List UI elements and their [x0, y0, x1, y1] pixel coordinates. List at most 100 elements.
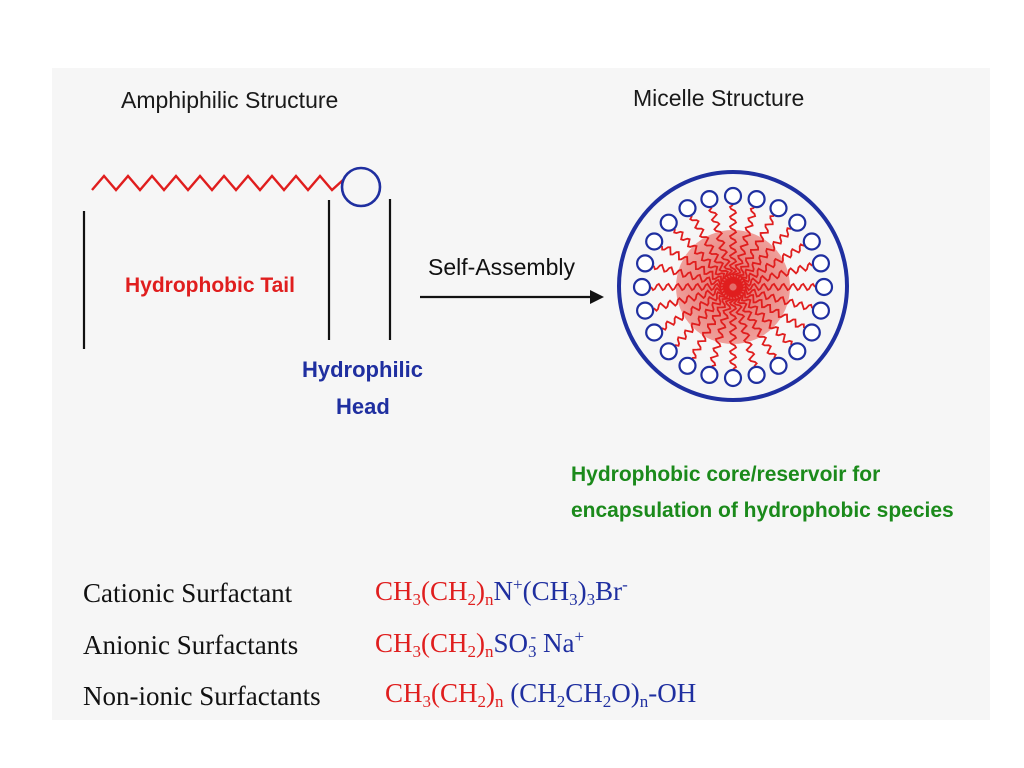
formula-part: CH: [385, 678, 423, 708]
formula-part: 2: [467, 642, 477, 661]
micelle-tail: [734, 289, 793, 346]
formula-part: 2: [556, 692, 566, 711]
formula-part: (CH: [503, 678, 557, 708]
micelle-head: [788, 342, 807, 361]
micelle-head: [747, 365, 766, 384]
micelle-tail: [736, 243, 805, 288]
formula-part: (CH: [431, 678, 478, 708]
micelle-tail: [691, 289, 732, 359]
micelle-head: [788, 213, 807, 232]
formula-part: ): [476, 576, 486, 606]
micelle-head: [632, 277, 652, 297]
core-caption-line2: encapsulation of hydrophobic species: [571, 499, 954, 522]
formula-part: (CH: [421, 628, 468, 658]
formula-part: 3: [528, 642, 537, 661]
cationic-surfactant-name: Cationic Surfactant: [83, 578, 293, 608]
formula-part: 2: [602, 692, 612, 711]
micelle-tail: [653, 284, 730, 312]
micelle-tail: [732, 206, 757, 284]
formula-part: -: [622, 575, 628, 594]
formula-part: n: [495, 692, 504, 711]
formula-part: 2: [477, 692, 487, 711]
micelle-head: [635, 301, 655, 320]
micelle-tail: [728, 204, 738, 284]
non-ionic-surfactants-name: Non-ionic Surfactants: [83, 681, 321, 711]
micelle-tail: [736, 286, 814, 311]
micelle-head: [659, 342, 678, 361]
micelle-head: [700, 190, 719, 209]
micelle-tail: [735, 227, 792, 286]
micelle-outer-boundary: [617, 170, 849, 402]
hydrophilic-head-circle: [340, 166, 382, 208]
formula-part: Br: [595, 576, 623, 606]
micelle-tail: [730, 290, 758, 367]
micelle-head: [659, 213, 678, 232]
formula-part: CH: [375, 628, 413, 658]
formula-part: n: [639, 692, 649, 711]
micelle-head: [747, 190, 766, 209]
micelle-tail: [650, 282, 730, 292]
micelle-tail: [708, 207, 736, 284]
hydrophobic-tail-label: Hydrophobic Tail: [125, 274, 295, 297]
micelle-tail: [736, 262, 813, 290]
micelle-tail: [728, 290, 738, 370]
head-label: Head: [336, 394, 390, 419]
arrow-head: [590, 290, 604, 304]
hydrophobic-tail-zigzag: [91, 174, 344, 192]
formula-part: -OH: [648, 678, 697, 708]
formula-part: 2: [467, 590, 477, 609]
micelle-head: [811, 301, 831, 320]
micelle-head: [769, 199, 788, 218]
cationic-formula: CH3(CH2)nN+(CH3)3Br-: [375, 575, 628, 610]
formula-part: -: [530, 627, 537, 646]
micelle-head: [723, 186, 743, 206]
formula-part: 3: [422, 692, 432, 711]
hydrophobic-core: [676, 230, 790, 344]
formula-part: N: [493, 576, 514, 606]
micelle-head: [802, 323, 821, 342]
micelle-tail: [736, 282, 816, 292]
micelle-head: [700, 365, 719, 384]
micelle-head: [678, 356, 697, 375]
micelle-head: [769, 356, 788, 375]
micelle-tail: [732, 290, 777, 359]
formula-part: ): [476, 628, 486, 658]
anionic-formula: CH3(CH2)nSO3- Na+: [375, 627, 584, 662]
formula-part: +: [574, 627, 585, 646]
formula-part: CH: [565, 678, 603, 708]
formula-part: Na: [536, 628, 575, 658]
formula-part: 3: [412, 642, 422, 661]
formula-part: O): [611, 678, 640, 708]
micelle-tail: [674, 288, 731, 347]
micelle-head: [678, 199, 697, 218]
surfactant-units: [632, 186, 834, 388]
micelle-tail: [661, 245, 731, 286]
micelle-head: [723, 368, 743, 388]
formula-part: ): [577, 576, 587, 606]
micelle: [617, 170, 849, 402]
micelle-head: [645, 232, 664, 251]
micelle-tail: [709, 290, 734, 368]
formula-part: +: [513, 575, 523, 594]
formula-part: 3: [569, 590, 578, 609]
micelle-head: [802, 232, 821, 251]
anionic-surfactants-name: Anionic Surfactants: [83, 630, 299, 660]
micelle-tail: [735, 288, 805, 329]
micelle-head: [814, 277, 834, 297]
formula-part: 3: [586, 590, 596, 609]
formula-part: CH: [375, 576, 413, 606]
formula-part: ): [486, 678, 496, 708]
self-assembly-label: Self-Assembly: [428, 254, 575, 280]
micelle-head: [645, 323, 664, 342]
amphiphilic-structure-title: Amphiphilic Structure: [121, 87, 339, 113]
slide-background: [52, 68, 990, 720]
core-caption-line1: Hydrophobic core/reservoir for: [571, 463, 881, 486]
micelle-head: [811, 254, 831, 273]
formula-part: (CH: [421, 576, 468, 606]
hydrophilic-label: Hydrophilic: [302, 357, 424, 382]
micelle-tail: [673, 228, 732, 285]
formula-part: n: [485, 590, 494, 609]
formula-part: 3: [412, 590, 422, 609]
micelle-tail: [734, 215, 775, 285]
